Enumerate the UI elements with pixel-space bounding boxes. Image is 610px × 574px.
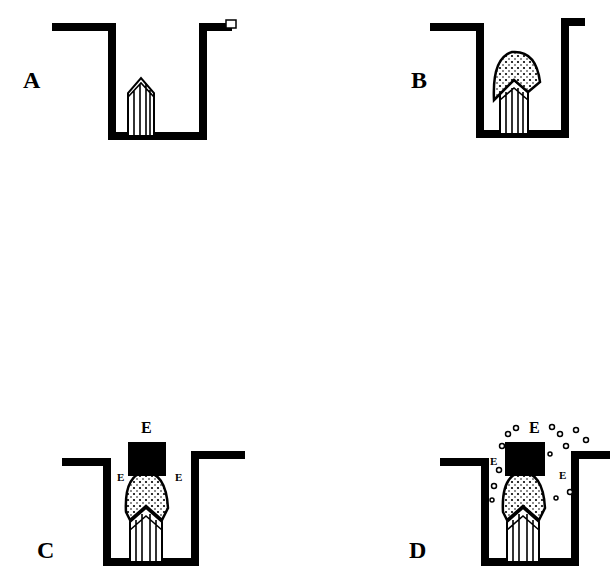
region-label: E xyxy=(528,420,541,436)
stage-c xyxy=(62,442,245,562)
stage-letter: C xyxy=(36,538,55,562)
stage-letter: A xyxy=(22,68,41,92)
region-label: E xyxy=(140,420,153,436)
stage-b xyxy=(430,22,585,134)
region-label: E xyxy=(116,472,125,483)
region-label: E xyxy=(489,456,498,467)
region-label: E xyxy=(174,472,183,483)
stage-letter: D xyxy=(408,538,427,562)
region-label: E xyxy=(558,470,567,481)
stage-a xyxy=(52,20,236,136)
stage-letter: B xyxy=(410,68,428,92)
stage-d xyxy=(440,425,610,563)
